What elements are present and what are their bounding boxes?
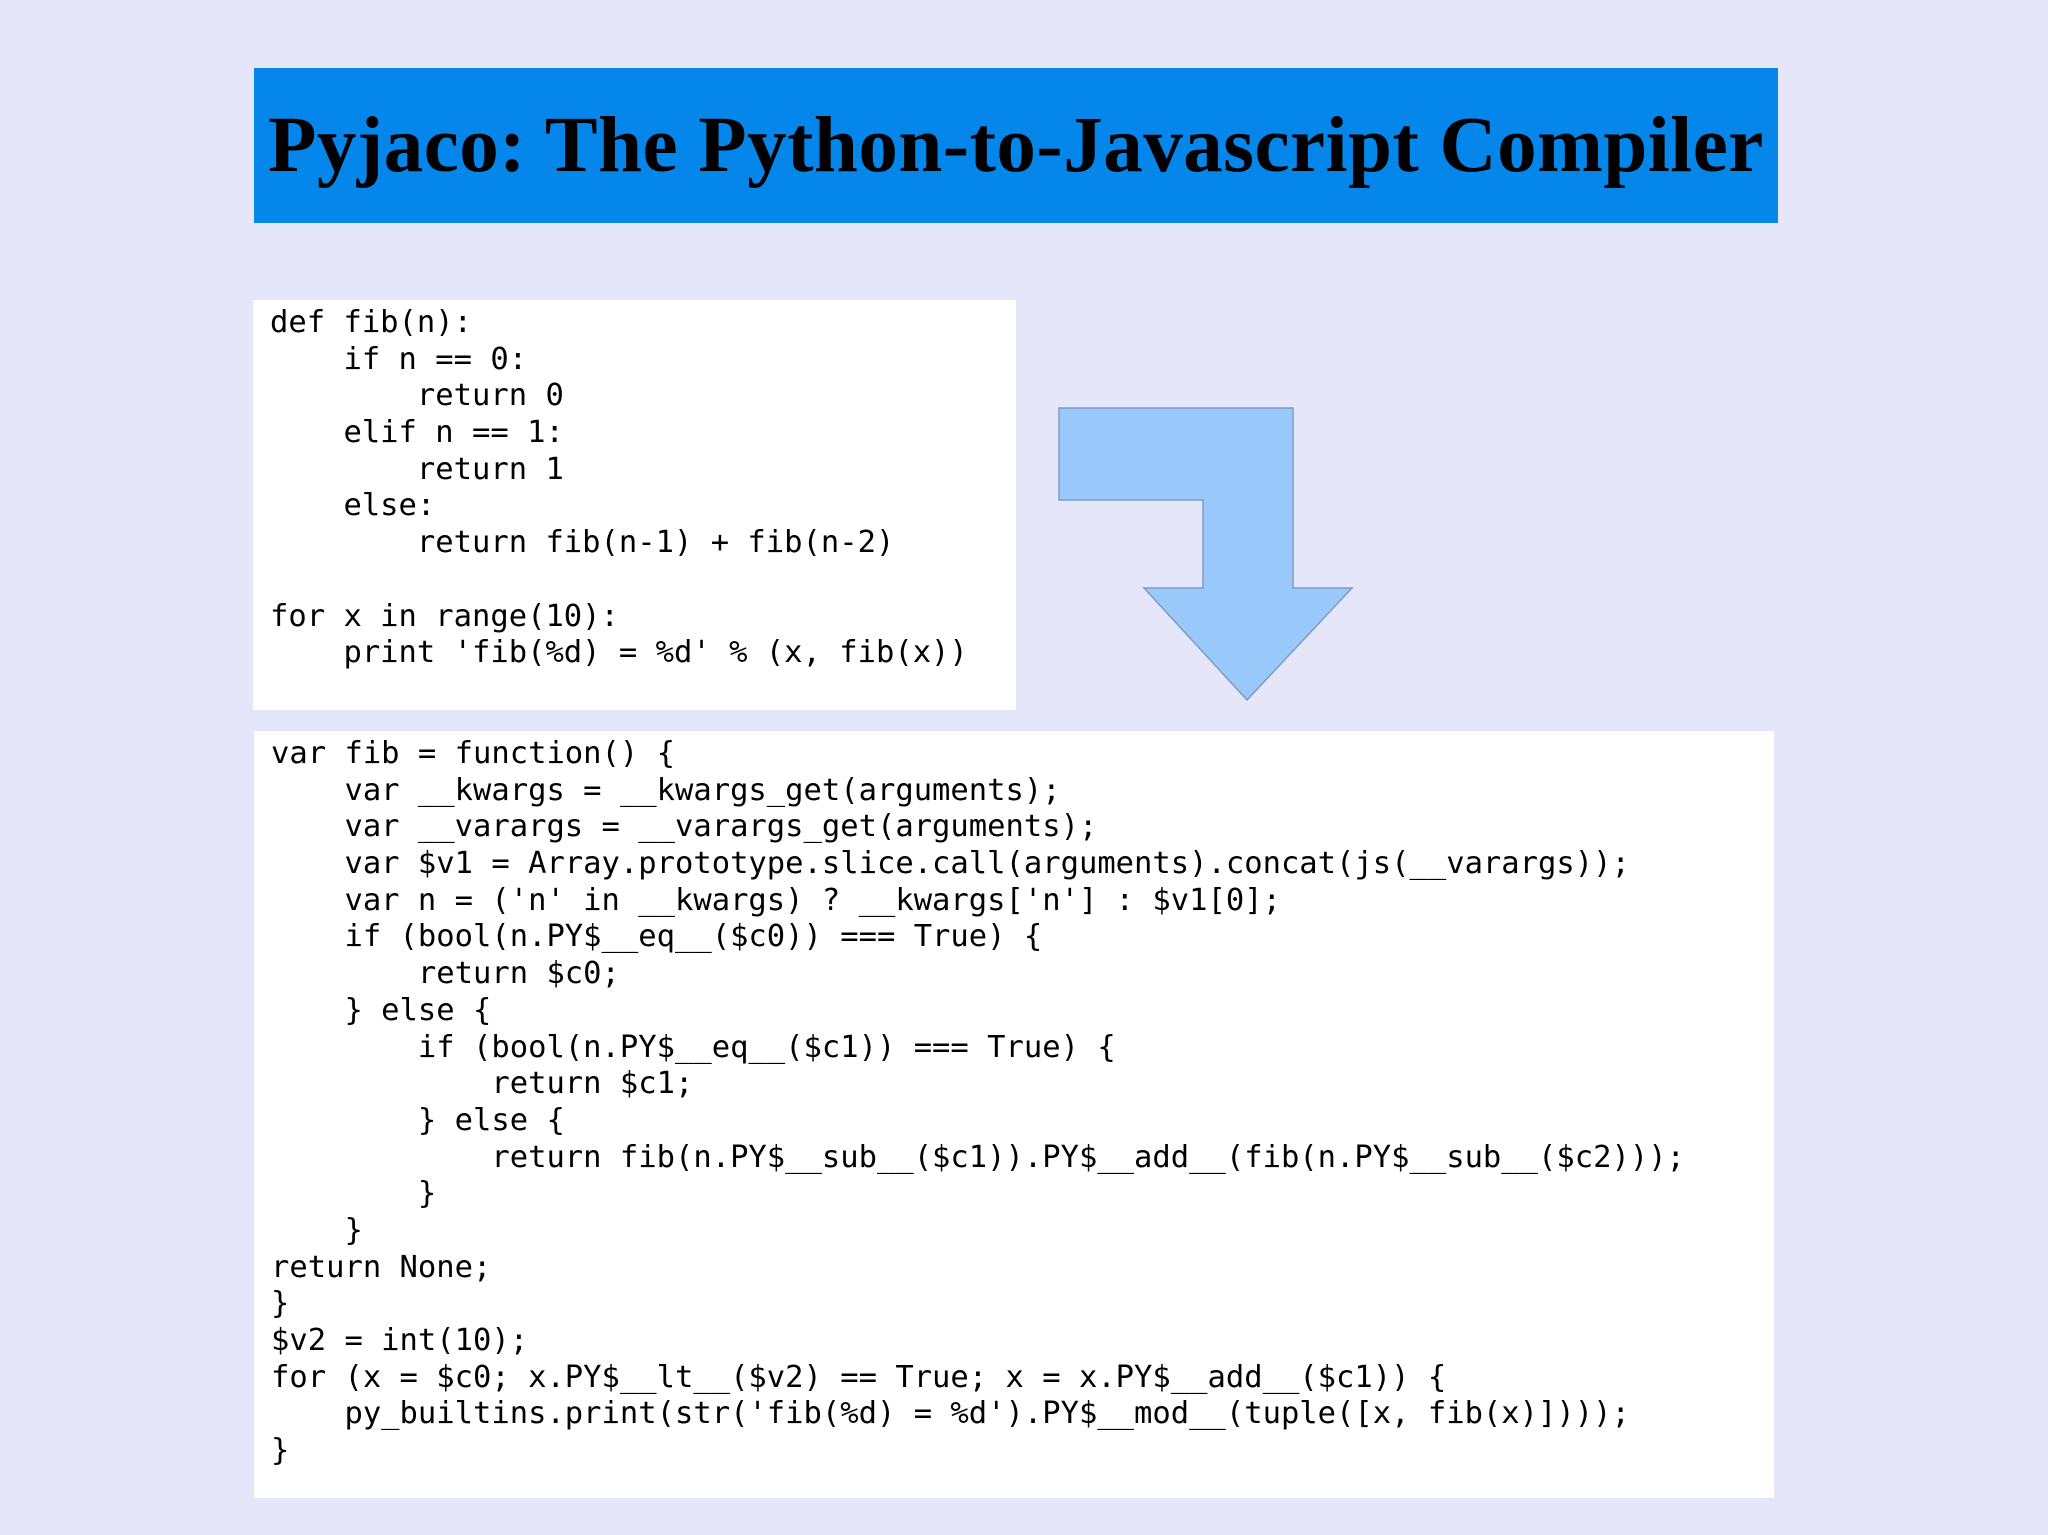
slide-title: Pyjaco: The Python-to-Javascript Compile… <box>268 101 1764 189</box>
python-code-line: return fib(n-1) + fib(n-2) <box>270 525 895 561</box>
arrow-down-right-bent-icon <box>1058 407 1354 702</box>
arrow-shape <box>1058 407 1354 702</box>
js-code-line: return fib(n.PY$__sub__($c1)).PY$__add__… <box>271 1139 1685 1175</box>
title-banner: Pyjaco: The Python-to-Javascript Compile… <box>254 68 1778 223</box>
js-code-line: var __varargs = __varargs_get(arguments)… <box>271 809 1098 845</box>
js-code-line: } <box>271 1286 290 1322</box>
js-code-line: return $c0; <box>271 956 620 992</box>
python-code-line: if n == 0: <box>270 341 528 377</box>
js-code-line: var $v1 = Array.prototype.slice.call(arg… <box>271 846 1630 882</box>
python-code-line: print 'fib(%d) = %d' % (x, fib(x)) <box>270 635 968 671</box>
js-code-line: } <box>271 1212 363 1248</box>
js-code-line: $v2 = int(10); <box>271 1323 529 1358</box>
python-code-line: elif n == 1: <box>270 415 564 451</box>
python-code-block: def fib(n): if n == 0: return 0 elif n =… <box>253 300 1016 710</box>
js-code-line: return $c1; <box>271 1066 694 1102</box>
js-code-line: if (bool(n.PY$__eq__($c0)) === True) { <box>271 919 1043 955</box>
js-code-line: } <box>271 1433 290 1469</box>
python-code-line: else: <box>270 488 436 524</box>
python-code-line: for x in range(10): <box>270 598 619 634</box>
js-code-line: return None; <box>271 1249 492 1285</box>
python-code-line: return 0 <box>270 378 564 414</box>
js-code-line: } else { <box>271 992 492 1028</box>
js-code-line: var __kwargs = __kwargs_get(arguments); <box>271 772 1061 808</box>
python-code-line: def fib(n): <box>270 305 472 340</box>
js-code-line: } else { <box>271 1102 565 1138</box>
python-code-line: return 1 <box>270 451 564 487</box>
js-code-line: py_builtins.print(str('fib(%d) = %d').PY… <box>271 1396 1630 1432</box>
js-code-line: for (x = $c0; x.PY$__lt__($v2) == True; … <box>271 1359 1447 1395</box>
python-code-line <box>270 562 1016 599</box>
js-code-line: var n = ('n' in __kwargs) ? __kwargs['n'… <box>271 882 1281 918</box>
js-code-line: if (bool(n.PY$__eq__($c1)) === True) { <box>271 1029 1116 1065</box>
js-code-line: } <box>271 1176 437 1212</box>
js-code-line: var fib = function() { <box>271 736 675 771</box>
javascript-code-block: var fib = function() { var __kwargs = __… <box>254 731 1774 1498</box>
